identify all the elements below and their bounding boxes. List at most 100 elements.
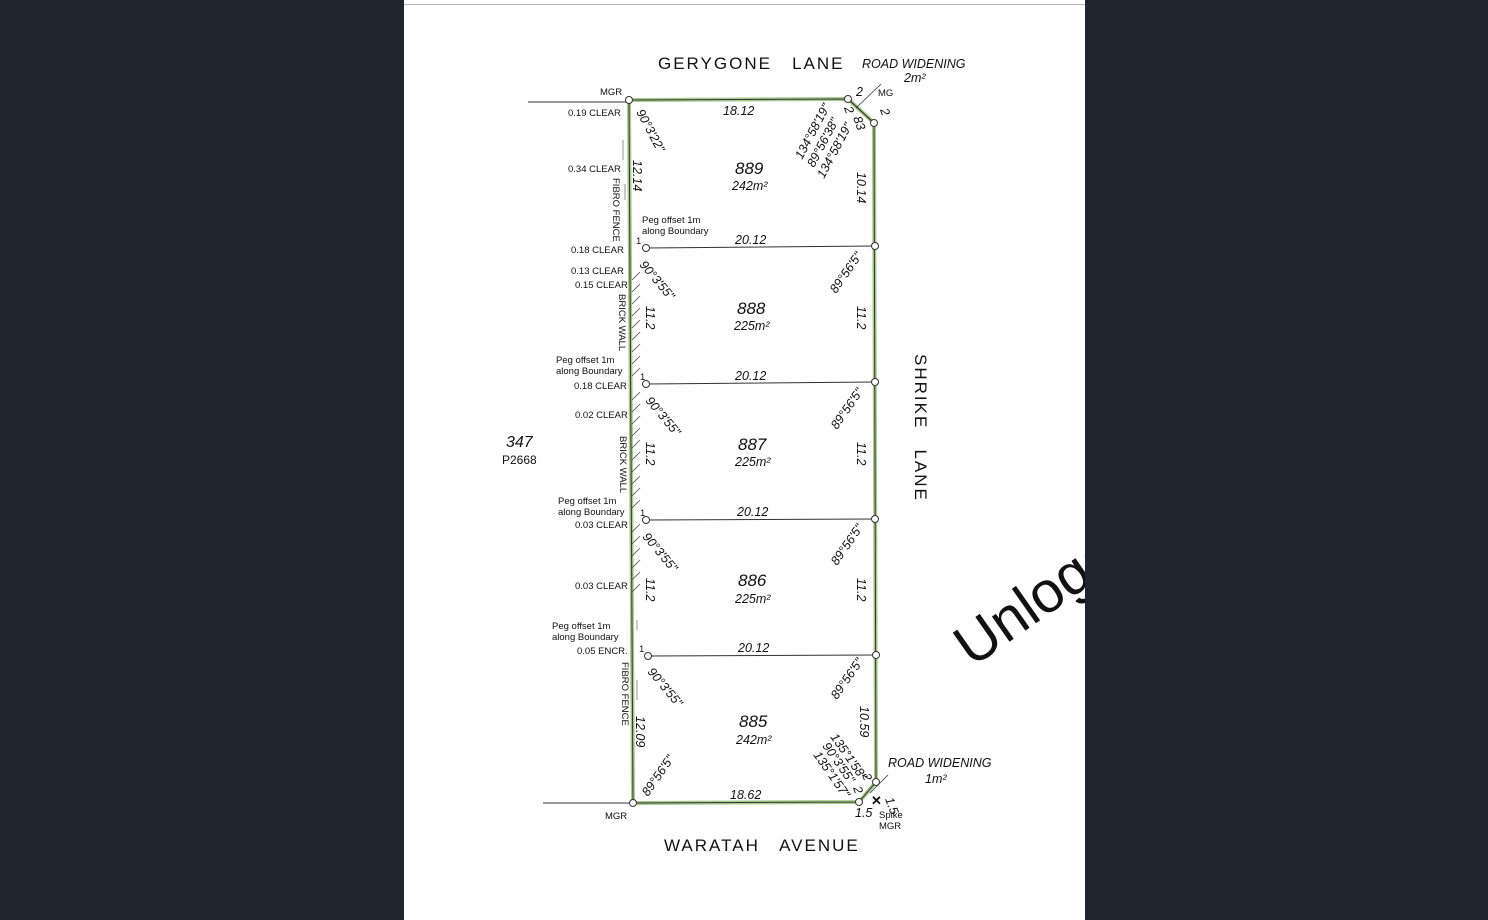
fence-label-2: BRICK WALL — [616, 294, 627, 351]
peg-se-cut — [872, 778, 880, 786]
road-name-south: WARATAH AVENUE — [664, 836, 860, 855]
dim-east-886: 11.2 — [854, 578, 868, 601]
spike-mark: ✕ — [871, 793, 882, 808]
bearing-east-886: 89°56'5" — [828, 521, 867, 568]
fence-label-4: FIBRO FENCE — [619, 662, 630, 726]
peg-e1 — [871, 242, 879, 250]
road-widening-se-area: 1m² — [925, 772, 947, 786]
road-widening-ne-label: ROAD WIDENING — [862, 57, 966, 71]
dim-east-885: 10.59 — [857, 706, 871, 737]
neighbour-plan-number: P2668 — [502, 453, 537, 467]
dim-ne-cut-top: 2 — [855, 85, 863, 99]
mgr-nw: MGR — [600, 87, 622, 98]
peg-se — [855, 798, 863, 806]
watermark: Unlogged version — [942, 366, 1085, 678]
lot-line-887-886 — [645, 518, 876, 521]
lot-line-888-887 — [645, 381, 876, 385]
dim-west-885: 12.09 — [633, 716, 647, 747]
spike-label: Spike — [879, 810, 903, 821]
peg-note-2-line1: Peg offset 1m — [556, 355, 615, 366]
dim-east-889: 10.14 — [854, 172, 868, 203]
neighbour-lot-number: 347 — [506, 434, 534, 451]
lot-886-area: 225m² — [734, 592, 771, 606]
dim-west-889: 12.14 — [630, 160, 644, 191]
clearance-4: 0.13 CLEAR — [571, 266, 624, 277]
clearance-9: 0.03 CLEAR — [575, 581, 628, 592]
dim-ne-cut-c: 83 — [850, 114, 868, 132]
plan-sheet: Unlogged version — [404, 0, 1085, 920]
dim-east-887: 11.2 — [854, 442, 868, 465]
peg-one-4: 1 — [639, 644, 644, 655]
fence-label-1: FIBRO FENCE — [610, 178, 621, 242]
brick-wall-hatching — [631, 271, 641, 593]
bearing-west-887: 90°3'55" — [643, 394, 684, 439]
lot-885-area: 242m² — [735, 733, 772, 747]
dim-east-888: 11.2 — [854, 306, 868, 329]
peg-sw — [629, 799, 637, 807]
fence-marks — [622, 140, 638, 700]
peg-w1 — [642, 244, 650, 252]
bearing-nw: 90°3'22" — [633, 107, 667, 155]
lot-line-886-885 — [647, 654, 877, 657]
lot-887-number: 887 — [738, 435, 767, 454]
clearance-3: 0.18 CLEAR — [571, 245, 624, 256]
road-name-north: GERYGONE LANE — [658, 54, 845, 73]
dim-north-boundary: 18.12 — [723, 104, 754, 118]
bearing-west-885: 90°3'55" — [645, 665, 686, 710]
clearance-6: 0.18 CLEAR — [574, 381, 627, 392]
bearing-east-887: 89°56'5" — [828, 385, 867, 432]
dim-west-887: 11.2 — [643, 442, 657, 465]
clearance-10: 0.05 ENCR. — [577, 646, 628, 657]
lot-889-area: 242m² — [731, 179, 768, 193]
peg-e4 — [872, 651, 880, 659]
dim-lot-width-1: 20.12 — [734, 233, 766, 247]
dim-lot-width-3: 20.12 — [736, 505, 768, 519]
peg-note-4-line1: Peg offset 1m — [552, 621, 611, 632]
road-widening-se-label: ROAD WIDENING — [888, 756, 992, 770]
dim-south-boundary: 18.62 — [730, 788, 761, 802]
bearing-west-886: 90°3'55" — [640, 530, 681, 575]
road-widening-ne-area: 2m² — [903, 71, 926, 85]
peg-e3 — [871, 515, 879, 523]
peg-note-3-line1: Peg offset 1m — [558, 496, 617, 507]
mgr-sw: MGR — [605, 811, 627, 822]
dim-se-cut-b: 2 — [850, 783, 866, 795]
peg-note-4-line2: along Boundary — [552, 632, 619, 643]
dim-west-886: 11.2 — [643, 578, 657, 601]
peg-w2 — [642, 380, 650, 388]
dim-ne-cut-a: 2 — [841, 103, 857, 115]
peg-w3 — [642, 516, 650, 524]
survey-plan: Unlogged version — [502, 54, 1085, 855]
lot-887-area: 225m² — [734, 455, 771, 469]
mg-ne: MG — [878, 88, 893, 99]
bearing-sw: 89°56'5" — [639, 752, 678, 799]
lot-line-889-888 — [645, 245, 876, 249]
clearance-8: 0.03 CLEAR — [575, 520, 628, 531]
dim-west-888: 11.2 — [643, 306, 657, 329]
peg-w4 — [644, 652, 652, 660]
clearance-5: 0.15 CLEAR — [575, 280, 628, 291]
road-name-east: SHRIKE LANE — [911, 354, 930, 502]
lot-885-number: 885 — [739, 712, 768, 731]
peg-note-2-line2: along Boundary — [556, 366, 623, 377]
dim-se-cut-c: 1.5 — [882, 795, 901, 816]
clearance-7: 0.02 CLEAR — [575, 410, 628, 421]
peg-ne-cut — [870, 119, 878, 127]
lot-886-number: 886 — [738, 571, 767, 590]
peg-e2 — [871, 378, 879, 386]
ne-cut-line — [847, 98, 875, 124]
fence-label-3: BRICK WALL — [617, 436, 628, 493]
lot-889-number: 889 — [735, 159, 764, 178]
peg-one-3: 1 — [640, 508, 645, 519]
clearance-2: 0.34 CLEAR — [568, 164, 621, 175]
bearing-east-885: 89°56'5" — [828, 655, 867, 702]
peg-ne — [844, 95, 852, 103]
dim-lot-width-4: 20.12 — [737, 641, 769, 655]
clearance-1: 0.19 CLEAR — [568, 108, 621, 119]
peg-nw — [625, 96, 633, 104]
mgr-se: MGR — [879, 821, 901, 832]
sheet-top-edge — [404, 4, 1085, 5]
ne-widening-leader — [855, 83, 882, 109]
lot-888-area: 225m² — [733, 319, 770, 333]
